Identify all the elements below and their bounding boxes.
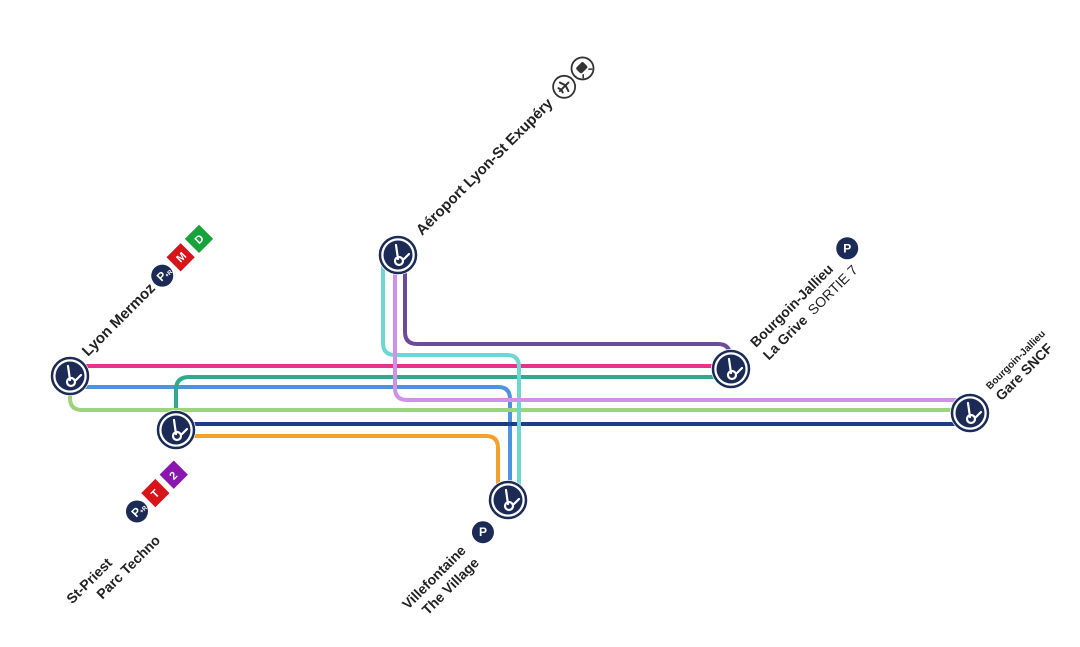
route-teal xyxy=(174,375,732,432)
svg-text:+R: +R xyxy=(164,269,174,279)
route-blue xyxy=(68,385,512,502)
route-lines xyxy=(68,253,972,502)
station-villefontaine[interactable] xyxy=(486,478,530,522)
pr-badge: P +R xyxy=(151,264,175,287)
bourgoin-gare-label-group: Bourgoin-Jallieu Gare SNCF xyxy=(984,329,1056,404)
svg-text:P: P xyxy=(843,241,851,255)
tram-2-badge: 2 xyxy=(159,460,188,489)
station-lyon-mermoz[interactable] xyxy=(48,354,92,398)
station-bourgoin-gare[interactable] xyxy=(948,391,992,435)
parking-badge: P xyxy=(471,521,494,544)
svg-text:P: P xyxy=(479,525,487,539)
svg-text:+R: +R xyxy=(139,505,149,515)
train-icon xyxy=(570,56,595,81)
aeroport-label-group: Aéroport Lyon-St Exupéry xyxy=(413,56,595,239)
villefontaine-label-group: Villefontaine The Village P xyxy=(399,521,494,618)
lyon-mermoz-label: Lyon Mermoz xyxy=(79,280,159,360)
airplane-icon xyxy=(552,74,577,99)
route-cyan xyxy=(381,253,521,502)
metro-d-badge: D xyxy=(184,224,214,254)
st-priest-label-group: St-Priest Parc Techno P +R T 2 xyxy=(63,460,188,607)
metro-m-badge: M xyxy=(166,243,195,272)
route-violet xyxy=(393,253,972,402)
aeroport-label: Aéroport Lyon-St Exupéry xyxy=(413,95,557,239)
parking-badge: P xyxy=(836,237,859,260)
station-aeroport[interactable] xyxy=(376,233,420,277)
route-lightgreen xyxy=(68,374,972,412)
station-bourgoin-la-grive[interactable] xyxy=(709,347,753,391)
route-orange xyxy=(174,434,500,502)
route-purple xyxy=(403,253,732,368)
pr-badge: P +R xyxy=(125,500,149,523)
bourgoin-la-grive-label-group: Bourgoin-Jallieu La Grive SORTIE 7 P xyxy=(747,237,861,363)
station-st-priest[interactable] xyxy=(154,408,198,452)
lyon-mermoz-label-group: Lyon Mermoz P +R M D xyxy=(79,224,214,360)
tram-t-badge: T xyxy=(141,478,170,508)
